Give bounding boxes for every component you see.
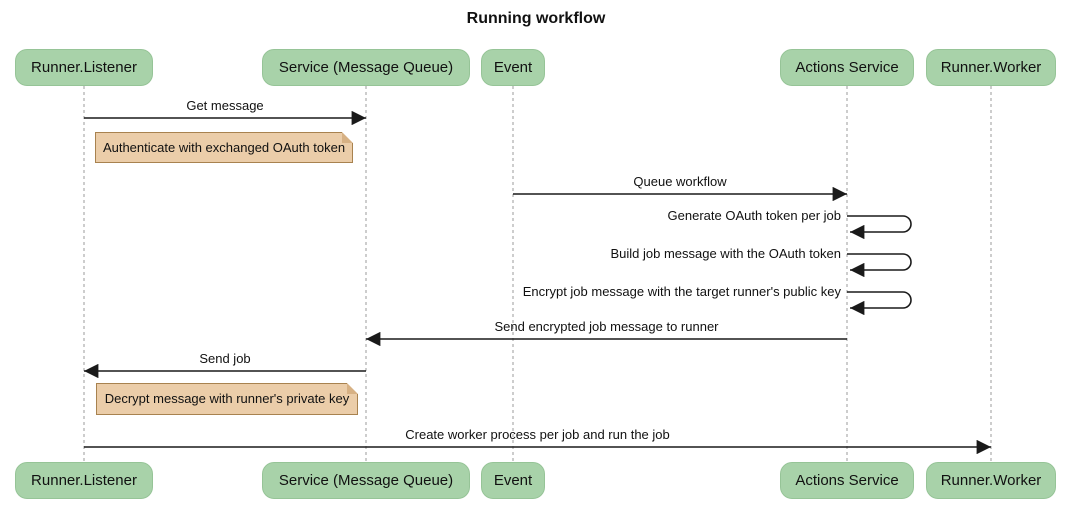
self-message-loop-4 [847,253,912,278]
self-message-label: Build job message with the OAuth token [610,246,841,261]
participant-label: Runner.Worker [940,59,1042,76]
message-label: Send job [199,351,251,366]
note-fold-corner-icon [347,383,358,394]
note: Decrypt message with runner's private ke… [96,383,358,415]
participant-label: Runner.Worker [940,472,1042,489]
participant-actions-service-bottom: Actions Service [780,462,914,499]
arrows-group [84,110,991,455]
participant-service-mq-top: Service (Message Queue) [262,49,470,86]
self-message-label: Encrypt job message with the target runn… [522,284,841,299]
note-text: Decrypt message with runner's private ke… [104,391,350,406]
participant-event-bottom: Event [481,462,545,499]
note-text: Authenticate with exchanged OAuth token [102,140,346,155]
diagram-title: Running workflow [466,10,606,27]
participant-label: Runner.Listener [31,472,137,489]
self-message-loop-5 [847,291,912,316]
participant-label: Event [493,472,533,489]
message-label: Queue workflow [633,174,727,189]
note-fold-corner-icon [342,132,353,143]
message-label: Get message [186,98,264,113]
lifelines-group [83,86,992,463]
participant-runner-worker-top: Runner.Worker [926,49,1056,86]
participant-label: Actions Service [795,472,899,489]
self-message-label: Generate OAuth token per job [667,208,841,223]
participant-label: Service (Message Queue) [278,59,454,76]
self-message-loop-3 [847,215,912,240]
participant-service-mq-bottom: Service (Message Queue) [262,462,470,499]
message-label: Send encrypted job message to runner [494,319,719,334]
participant-event-top: Event [481,49,545,86]
participant-runner-listener-bottom: Runner.Listener [15,462,153,499]
participant-label: Service (Message Queue) [278,472,454,489]
participant-label: Event [493,59,533,76]
message-label: Create worker process per job and run th… [405,427,670,442]
note: Authenticate with exchanged OAuth token [95,132,353,163]
participant-label: Actions Service [795,59,899,76]
participant-label: Runner.Listener [31,59,137,76]
participant-runner-worker-bottom: Runner.Worker [926,462,1056,499]
participant-runner-listener-top: Runner.Listener [15,49,153,86]
participant-actions-service-top: Actions Service [780,49,914,86]
